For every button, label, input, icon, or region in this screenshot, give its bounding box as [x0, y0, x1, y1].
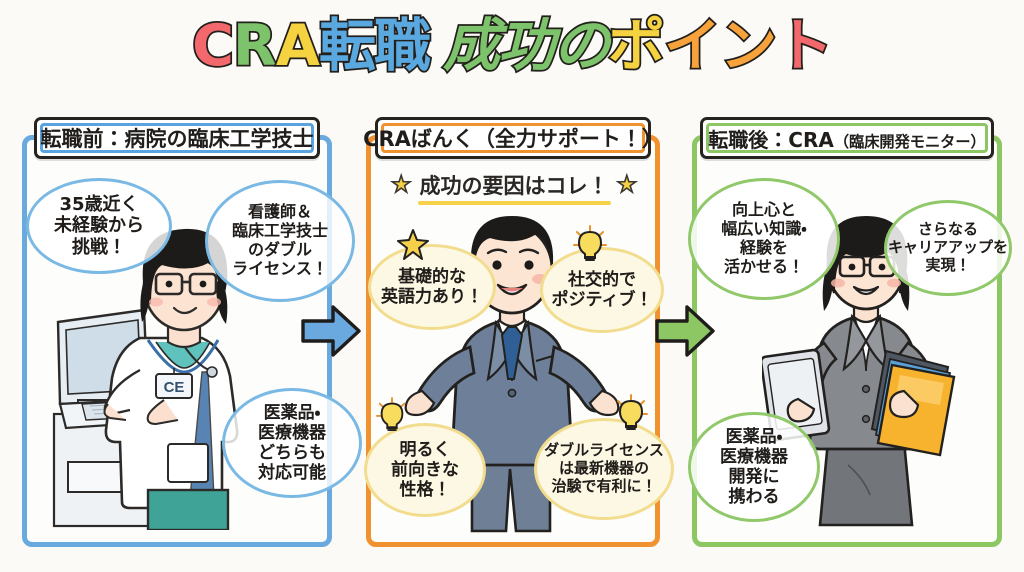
- title-segment-seikouno: 成功の: [441, 13, 612, 79]
- bubble-career-up-line-2: キャリアアップを: [887, 238, 1008, 257]
- title-segment-a: A: [274, 13, 322, 79]
- bubble-growth-line-4: 活かせる！: [723, 256, 804, 276]
- bubble-experience-line-1: 35歳近く: [59, 194, 139, 216]
- title-segment-n: ン: [718, 13, 779, 79]
- bubble-license: 看護師＆ 臨床工学技士 のダブル ライセンス！: [205, 180, 355, 302]
- bubble-development-line-1: 医薬品・: [725, 426, 783, 447]
- panel-after-header: 転職後：CRA（臨床開発モニター）: [700, 117, 994, 159]
- panel-after-header-sub: （臨床開発モニター）: [833, 132, 986, 151]
- bubble-growth-line-2: 幅広い知識・: [721, 219, 807, 239]
- bubble-license-line-2: 臨床工学技士: [231, 221, 328, 241]
- bubble-devices-before: 医薬品・ 医療機器 どちらも 対応可能: [222, 388, 362, 498]
- bubble-devices-before-line-1: 医薬品・: [263, 402, 321, 423]
- panel-before-header: 転職前：病院の臨床工学技士: [34, 117, 320, 159]
- ce-badge-text: CE: [164, 379, 185, 396]
- lightbulb-icon-dual-license: [617, 394, 648, 430]
- bubble-english-line-2: 英語力あり！: [381, 287, 483, 307]
- arrow-before-to-agent-icon: [301, 305, 361, 357]
- bubble-development-line-2: 医療機器: [720, 446, 788, 467]
- bubble-growth-line-1: 向上心と: [731, 200, 796, 220]
- title-space: [429, 18, 443, 75]
- title-segment-tenshoku: 転職: [317, 13, 433, 79]
- bubble-license-line-3: のダブル: [247, 240, 312, 259]
- bubble-bright-line-1: 明るく: [399, 439, 451, 460]
- bubble-dual-license-line-3: 治験で有利に！: [551, 476, 657, 495]
- clinical-engineer-illustration: CE: [52, 228, 239, 530]
- page-title: CRA転職 成功のポイント: [0, 13, 1024, 79]
- panel-before-header-text: 転職前：病院の臨床工学技士: [40, 127, 314, 151]
- panel-after-header-inner: [706, 123, 988, 153]
- bubble-growth: 向上心と 幅広い知識・ 経験を 活かせる！: [688, 178, 840, 300]
- star-icon-english: [397, 229, 429, 260]
- panel-after-header-text: 転職後：CRA（臨床開発モニター）: [702, 124, 991, 153]
- bubble-experience-line-3: 挑戦！: [72, 236, 126, 258]
- bubble-dual-license-line-2: は最新機器の: [558, 459, 649, 478]
- bubble-license-line-1: 看護師＆: [247, 202, 312, 222]
- bubble-devices-before-line-3: どちらも: [258, 443, 326, 463]
- star-icon-right: ★: [616, 171, 638, 199]
- bubble-dual-license: ダブルライセンス は最新機器の 治験で有利に！: [534, 418, 674, 520]
- bubble-english-line-1: 基礎的な: [398, 266, 466, 287]
- lightbulb-icon-social: [573, 225, 607, 261]
- lightbulb-icon-bright: [375, 397, 406, 431]
- panel-agent-header-inner: [381, 123, 645, 153]
- bubble-bright-line-2: 前向きな: [391, 459, 459, 480]
- title-segment-po: ポ: [606, 13, 667, 79]
- title-segment-c: C: [190, 13, 235, 79]
- star-icon-left: ★: [390, 171, 412, 199]
- bubble-growth-line-3: 経験を: [739, 238, 788, 257]
- bubble-experience: 35歳近く 未経験から 挑戦！: [26, 178, 172, 274]
- bubble-devices-before-line-2: 医療機器: [258, 422, 326, 443]
- bubble-career-up-line-3: 実現！: [925, 255, 971, 274]
- bubble-devices-before-line-4: 対応可能: [258, 463, 326, 484]
- bubble-career-up: さらなる キャリアアップを 実現！: [884, 200, 1012, 296]
- arrow-agent-to-after-icon: [655, 305, 715, 357]
- title-segment-to: ト: [774, 13, 835, 79]
- bubble-social: 社交的で ポジティブ！: [540, 247, 664, 333]
- bubble-social-line-2: ポジティブ！: [551, 290, 653, 310]
- bubble-development: 医薬品・ 医療機器 開発に 携わる: [688, 412, 820, 522]
- panel-before-header-inner: [40, 123, 314, 153]
- bubble-development-line-4: 携わる: [728, 487, 780, 508]
- bubble-development-line-3: 開発に: [728, 467, 780, 487]
- bubble-english: 基礎的な 英語力あり！: [368, 244, 496, 330]
- bubble-license-line-4: ライセンス！: [232, 258, 328, 278]
- panel-after-header-main: 転職後：CRA: [708, 127, 834, 152]
- bubble-career-up-line-1: さらなる: [917, 220, 978, 239]
- title-segment-r: R: [231, 13, 278, 79]
- bubble-bright-line-3: 性格！: [399, 480, 451, 501]
- title-segment-i: イ: [662, 13, 723, 79]
- agent-tagline-text: 成功の要因はコレ！: [417, 170, 611, 205]
- bubble-dual-license-line-1: ダブルライセンス: [544, 441, 664, 460]
- agent-tagline: ★ 成功の要因はコレ！ ★: [372, 168, 656, 205]
- bubble-bright: 明るく 前向きな 性格！: [364, 423, 486, 517]
- panel-agent-header-text: CRAばんく（全力サポート！）: [363, 127, 663, 151]
- bubble-social-line-1: 社交的で: [568, 269, 636, 290]
- panel-agent-header: CRAばんく（全力サポート！）: [363, 117, 663, 159]
- bubble-experience-line-2: 未経験から: [54, 215, 144, 237]
